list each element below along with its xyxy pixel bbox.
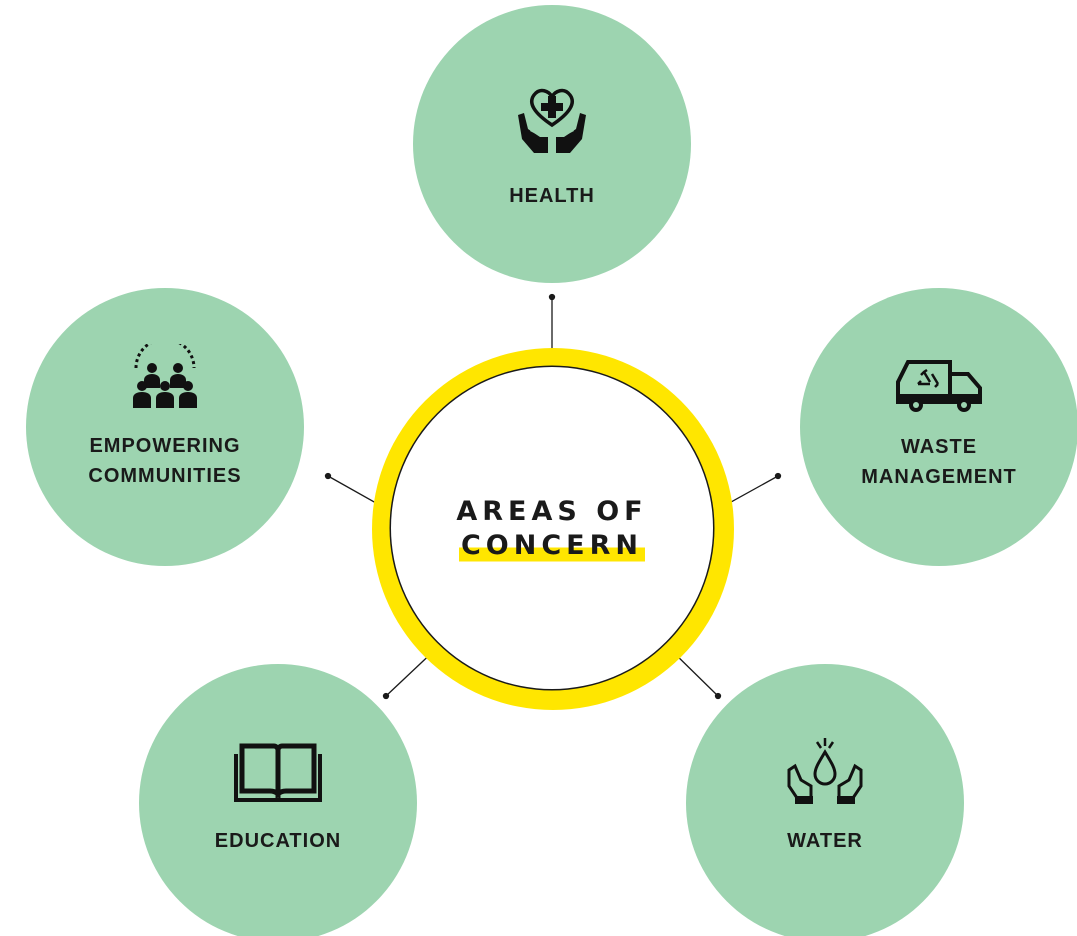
node-waste-management-label: WASTE MANAGEMENT — [861, 436, 1017, 488]
water-drop-hands-icon — [785, 730, 865, 811]
node-empowering-communities-label: EMPOWERING COMMUNITIES — [88, 435, 242, 487]
center-title-line1: AREAS OF — [456, 496, 648, 527]
node-empowering-communities: EMPOWERING COMMUNITIES — [26, 288, 304, 566]
node-health: HEALTH — [413, 5, 691, 283]
node-water: WATER — [686, 664, 964, 936]
node-health-label: HEALTH — [509, 185, 595, 207]
node-water-label: WATER — [787, 830, 863, 852]
community-people-icon — [130, 337, 200, 415]
connector-waste-dot — [774, 472, 782, 480]
node-education-label: EDUCATION — [214, 830, 342, 852]
connector-empowering-dot — [324, 472, 332, 480]
heart-hands-icon — [514, 83, 590, 160]
connector-health-dot — [548, 293, 556, 301]
node-education: EDUCATION — [139, 664, 417, 936]
node-waste-management: WASTE MANAGEMENT — [800, 288, 1077, 566]
connector-water-dot — [714, 692, 722, 700]
connector-education-dot — [382, 692, 390, 700]
center-title: AREAS OF CONCERN — [391, 495, 713, 563]
recycling-truck-icon — [894, 358, 984, 419]
open-book-icon — [234, 742, 322, 807]
center-circle — [391, 367, 713, 689]
center-title-line2: CONCERN — [458, 529, 645, 563]
